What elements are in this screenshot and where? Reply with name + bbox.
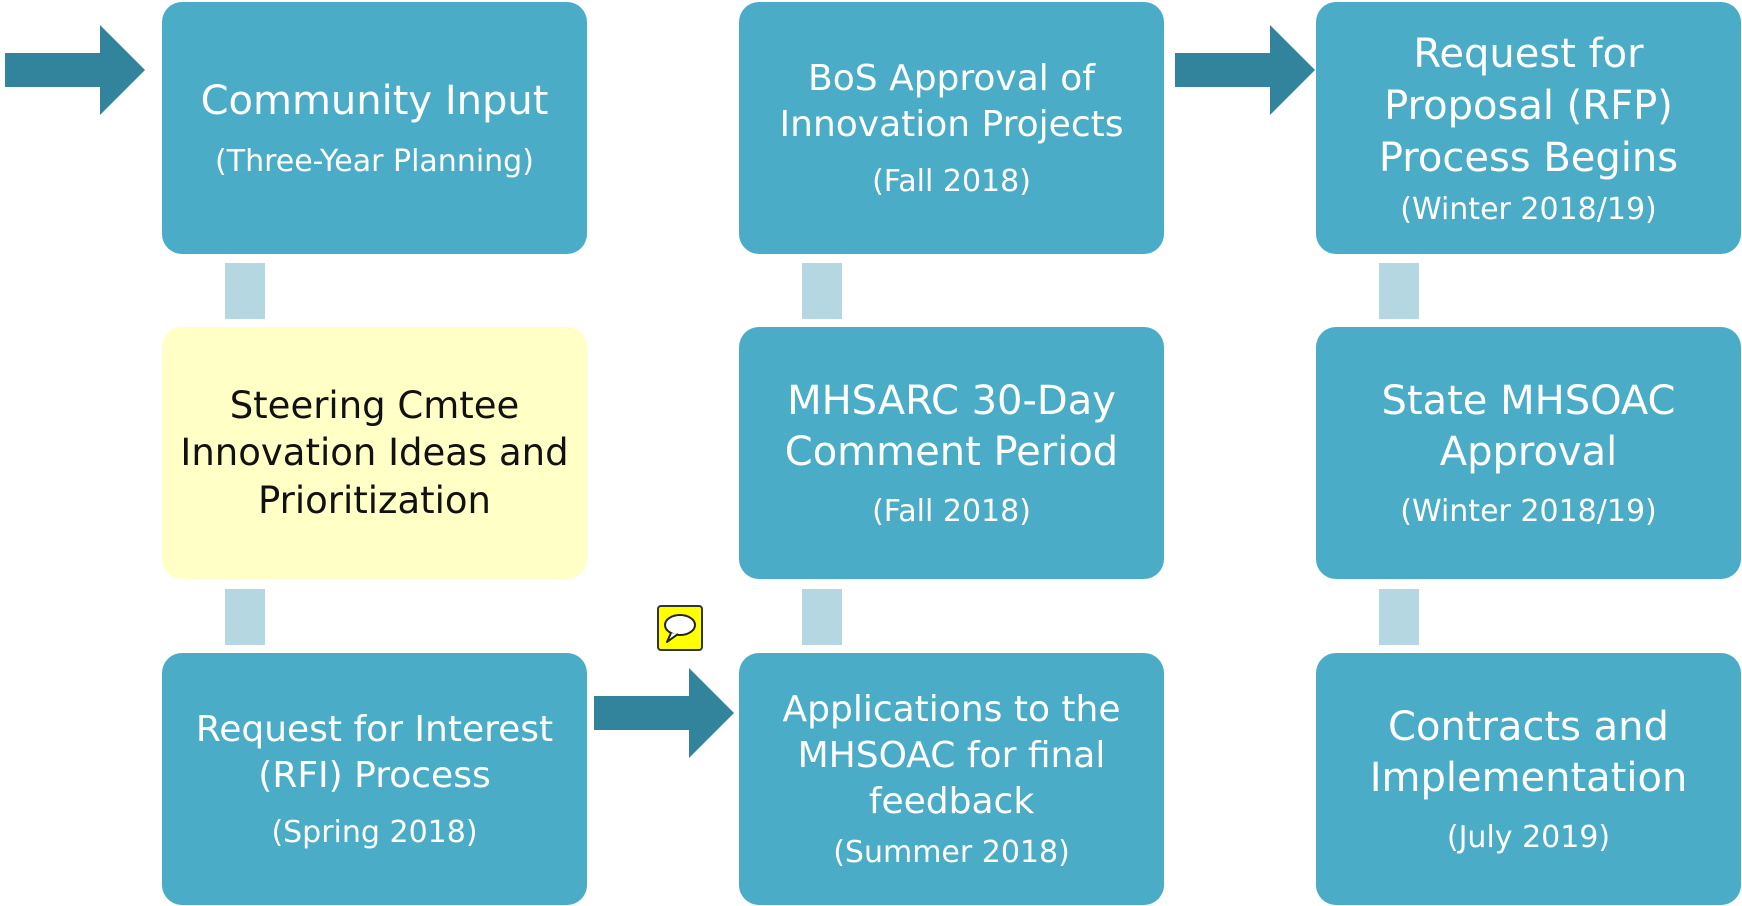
- flow-arrow-icon: [594, 668, 734, 758]
- step-date: (Summer 2018): [833, 835, 1070, 871]
- connector: [1379, 263, 1419, 319]
- step-title: Request for Interest (RFI) Process: [195, 708, 554, 796]
- step-mhsarc-comment-period: MHSARC 30-Day Comment Period (Fall 2018): [739, 327, 1164, 579]
- connector: [225, 263, 265, 319]
- start-arrow-icon: [5, 25, 145, 115]
- connector: [225, 589, 265, 645]
- step-title: State MHSOAC Approval: [1381, 377, 1676, 475]
- step-bos-approval: BoS Approval of Innovation Projects (Fal…: [739, 2, 1164, 254]
- step-date: (July 2019): [1446, 820, 1611, 856]
- step-date: (Fall 2018): [872, 494, 1031, 530]
- step-contracts-implementation: Contracts and Implementation (July 2019): [1316, 653, 1741, 905]
- connector: [1379, 589, 1419, 645]
- step-date: (Spring 2018): [271, 815, 478, 851]
- step-applications-mhsoac: Applications to the MHSOAC for final fee…: [739, 653, 1164, 905]
- step-title: Steering Cmtee Innovation Ideas and Prio…: [180, 383, 569, 522]
- step-title: MHSARC 30-Day Comment Period: [784, 377, 1119, 475]
- step-state-mhsoac-approval: State MHSOAC Approval (Winter 2018/19): [1316, 327, 1741, 579]
- step-steering-committee: Steering Cmtee Innovation Ideas and Prio…: [162, 327, 587, 579]
- step-community-input: Community Input (Three-Year Planning): [162, 2, 587, 254]
- connector: [802, 263, 842, 319]
- step-title: Community Input: [200, 78, 549, 125]
- connector: [802, 589, 842, 645]
- flow-arrow-icon: [1175, 25, 1315, 115]
- step-title: Applications to the MHSOAC for final fee…: [782, 688, 1121, 823]
- step-request-for-interest: Request for Interest (RFI) Process (Spri…: [162, 653, 587, 905]
- comment-icon[interactable]: [657, 605, 703, 651]
- step-date: (Winter 2018/19): [1400, 494, 1657, 530]
- step-title: Request for Proposal (RFP) Process Begin…: [1378, 31, 1679, 181]
- step-date: (Fall 2018): [872, 164, 1031, 200]
- step-title: Contracts and Implementation: [1369, 703, 1688, 801]
- step-date: (Winter 2018/19): [1400, 192, 1657, 227]
- step-request-for-proposal: Request for Proposal (RFP) Process Begin…: [1316, 2, 1741, 254]
- step-title: BoS Approval of Innovation Projects: [779, 57, 1124, 145]
- step-date: (Three-Year Planning): [215, 143, 534, 179]
